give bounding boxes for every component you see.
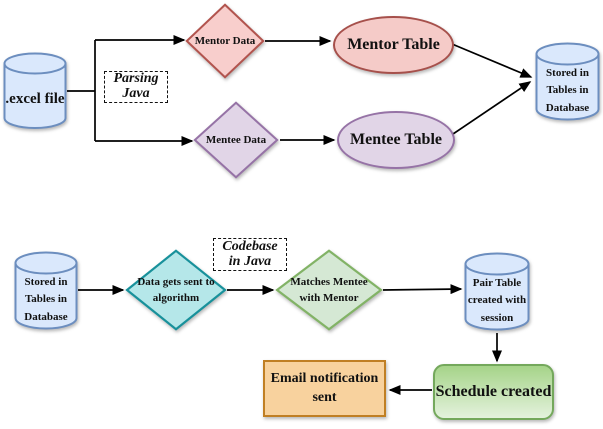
algorithm-label: Data gets sent to algorithm [137, 275, 215, 305]
mentor-data-label: Mentor Data [194, 34, 256, 47]
email-notification-line2: sent [312, 389, 337, 405]
pair-table-label: Pair Table created with session [467, 277, 527, 324]
diamond-icon [186, 4, 264, 78]
arrow-matches-to-pair-table [382, 284, 463, 295]
stored-database-bottom-label: Stored in Tables in Database [24, 276, 68, 323]
parsing-java-line2: Java [122, 86, 150, 101]
database-cylinder-icon [464, 252, 530, 331]
database-cylinder-icon [14, 251, 78, 330]
mentee-table-label: Mentee Table [350, 131, 442, 148]
stored-database-bottom-node: Stored in Tables in Database [14, 251, 78, 331]
arrow-mentee-table-to-database [452, 81, 532, 135]
arrow-mentor-table-to-database [451, 43, 533, 78]
diamond-icon [194, 102, 278, 178]
diamond-icon [276, 250, 382, 330]
parsing-java-line1: Parsing [113, 71, 159, 87]
parsing-java-note: Parsing Java [104, 71, 168, 103]
schedule-created-label: Schedule created [435, 383, 552, 400]
algorithm-node: Data gets sent to algorithm [126, 250, 226, 330]
matches-mentee-label: Matches Mentee with Mentor [290, 275, 368, 305]
codebase-java-line2: in Java [228, 253, 272, 269]
excel-file-label: .excel file [5, 91, 65, 108]
matches-mentee-node: Matches Mentee with Mentor [276, 250, 382, 330]
stored-database-top-label: Stored in Tables in Database [545, 67, 590, 114]
pair-table-node: Pair Table created with session [464, 252, 530, 332]
mentor-table-label: Mentor Table [347, 36, 440, 53]
mentee-data-node: Mentee Data [194, 102, 278, 178]
database-cylinder-icon [3, 52, 67, 129]
mentee-data-label: Mentee Data [205, 133, 267, 146]
mentee-table-node: Mentee Table [337, 111, 455, 169]
diamond-icon [126, 250, 226, 330]
schedule-created-node: Schedule created [433, 364, 554, 420]
excel-file-node: .excel file [3, 52, 67, 130]
codebase-java-note: Codebase in Java [213, 238, 287, 271]
codebase-java-line1: Codebase [222, 238, 278, 254]
mentor-table-node: Mentor Table [333, 16, 454, 74]
email-notification-line1: Email notification [270, 370, 379, 386]
stored-database-top-node: Stored in Tables in Database [535, 42, 600, 122]
email-notification-node: Email notification sent [263, 360, 386, 417]
database-cylinder-icon [535, 42, 600, 121]
mentor-data-node: Mentor Data [186, 4, 264, 78]
